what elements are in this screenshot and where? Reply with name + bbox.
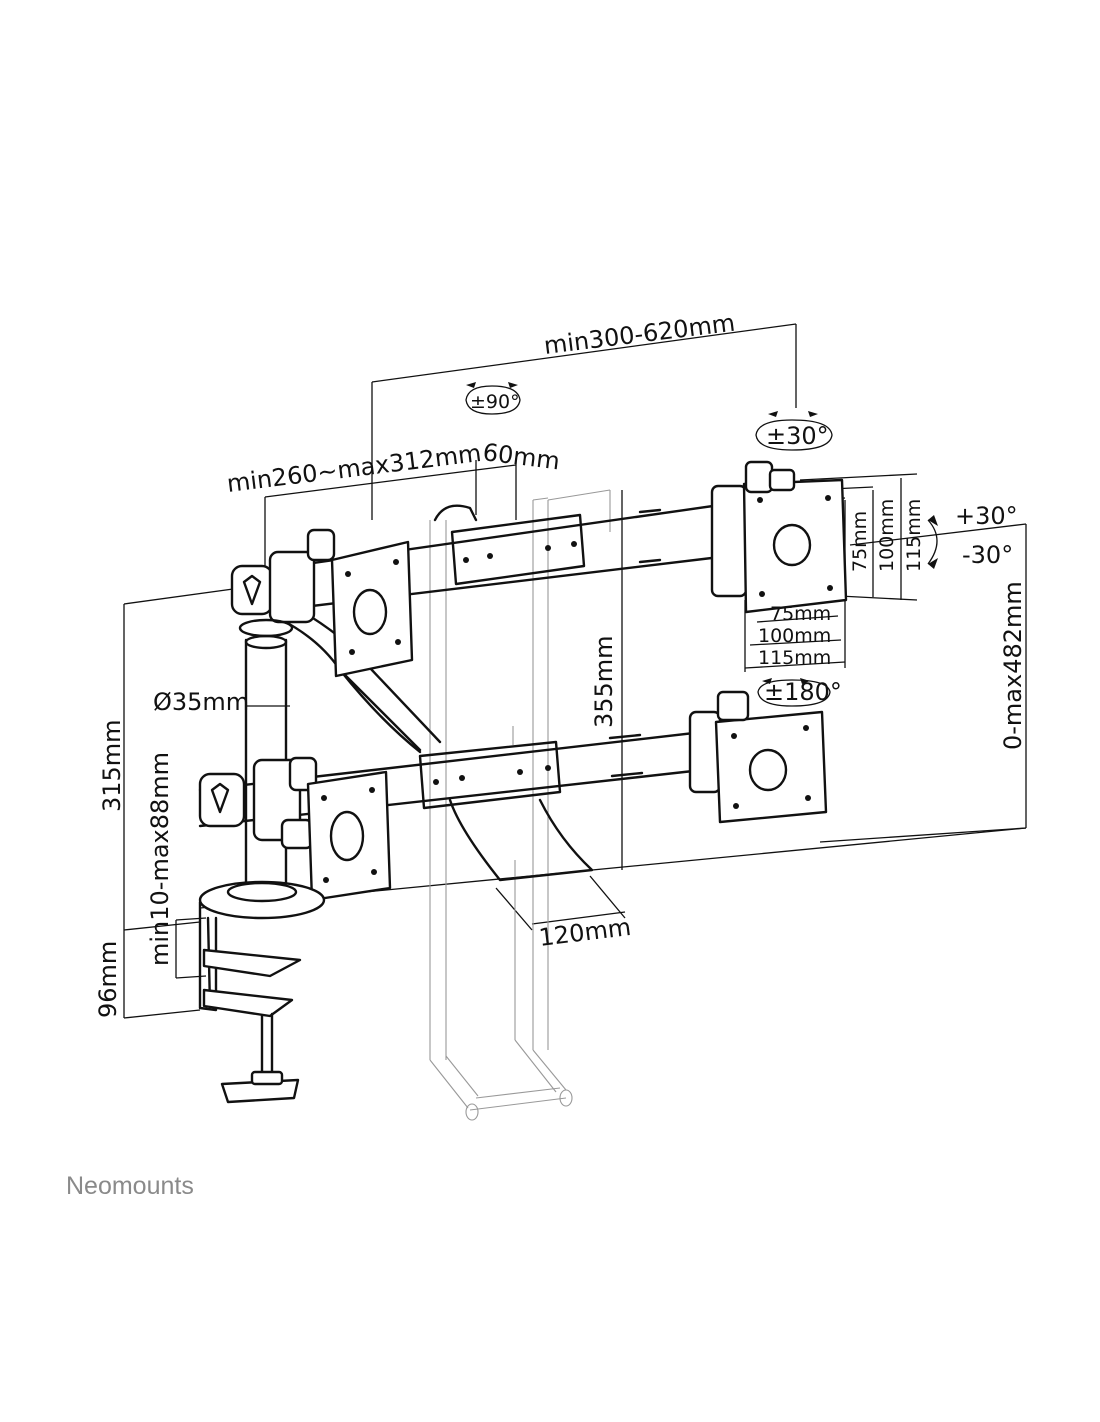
label-center-height: 355mm: [590, 635, 618, 728]
desk-stand-outline: [429, 489, 611, 1121]
desk-clamp: [198, 880, 326, 1104]
lower-left-joint: [198, 756, 318, 850]
label-rotation: ±180°: [764, 678, 842, 706]
label-swivel: ±30°: [766, 422, 829, 450]
label-height-range: 0-max482mm: [999, 581, 1027, 750]
label-vesa-100-vertical: 100mm: [876, 499, 898, 572]
label-pole-offset: 60mm: [481, 438, 561, 475]
vesa-plate-upper-left: [330, 540, 414, 678]
label-desk-thickness: min10-max88mm: [146, 752, 174, 966]
rotation-markers: [465, 382, 833, 707]
label-pole-diameter: Ø35mm: [153, 688, 249, 716]
brand-logo-text: Neomounts: [66, 1172, 194, 1200]
label-vesa-100-horizontal: 100mm: [758, 625, 831, 647]
label-vesa-75-horizontal: 75mm: [770, 603, 831, 625]
vesa-plate-lower-right: [688, 690, 828, 824]
label-foot-spacing: 120mm: [537, 913, 632, 952]
label-tilt-rotation: ±90°: [470, 391, 520, 413]
vesa-plate-upper-right: [710, 460, 848, 614]
label-vesa-115-horizontal: 115mm: [758, 647, 831, 669]
label-tilt-up: +30°: [955, 502, 1018, 530]
label-vesa-75-vertical: 75mm: [849, 511, 871, 572]
label-vesa-115-vertical: 115mm: [903, 499, 925, 572]
label-tilt-down: -30°: [962, 541, 1013, 569]
label-pole-height: 315mm: [98, 719, 126, 812]
vesa-plate-lower-left: [306, 770, 392, 902]
upper-left-joint: [230, 528, 336, 638]
label-clamp-depth: 96mm: [94, 941, 122, 1018]
label-arm-extension: min300-620mm: [542, 309, 736, 360]
label-crossbar-extension: min260~max312mm: [225, 439, 483, 498]
